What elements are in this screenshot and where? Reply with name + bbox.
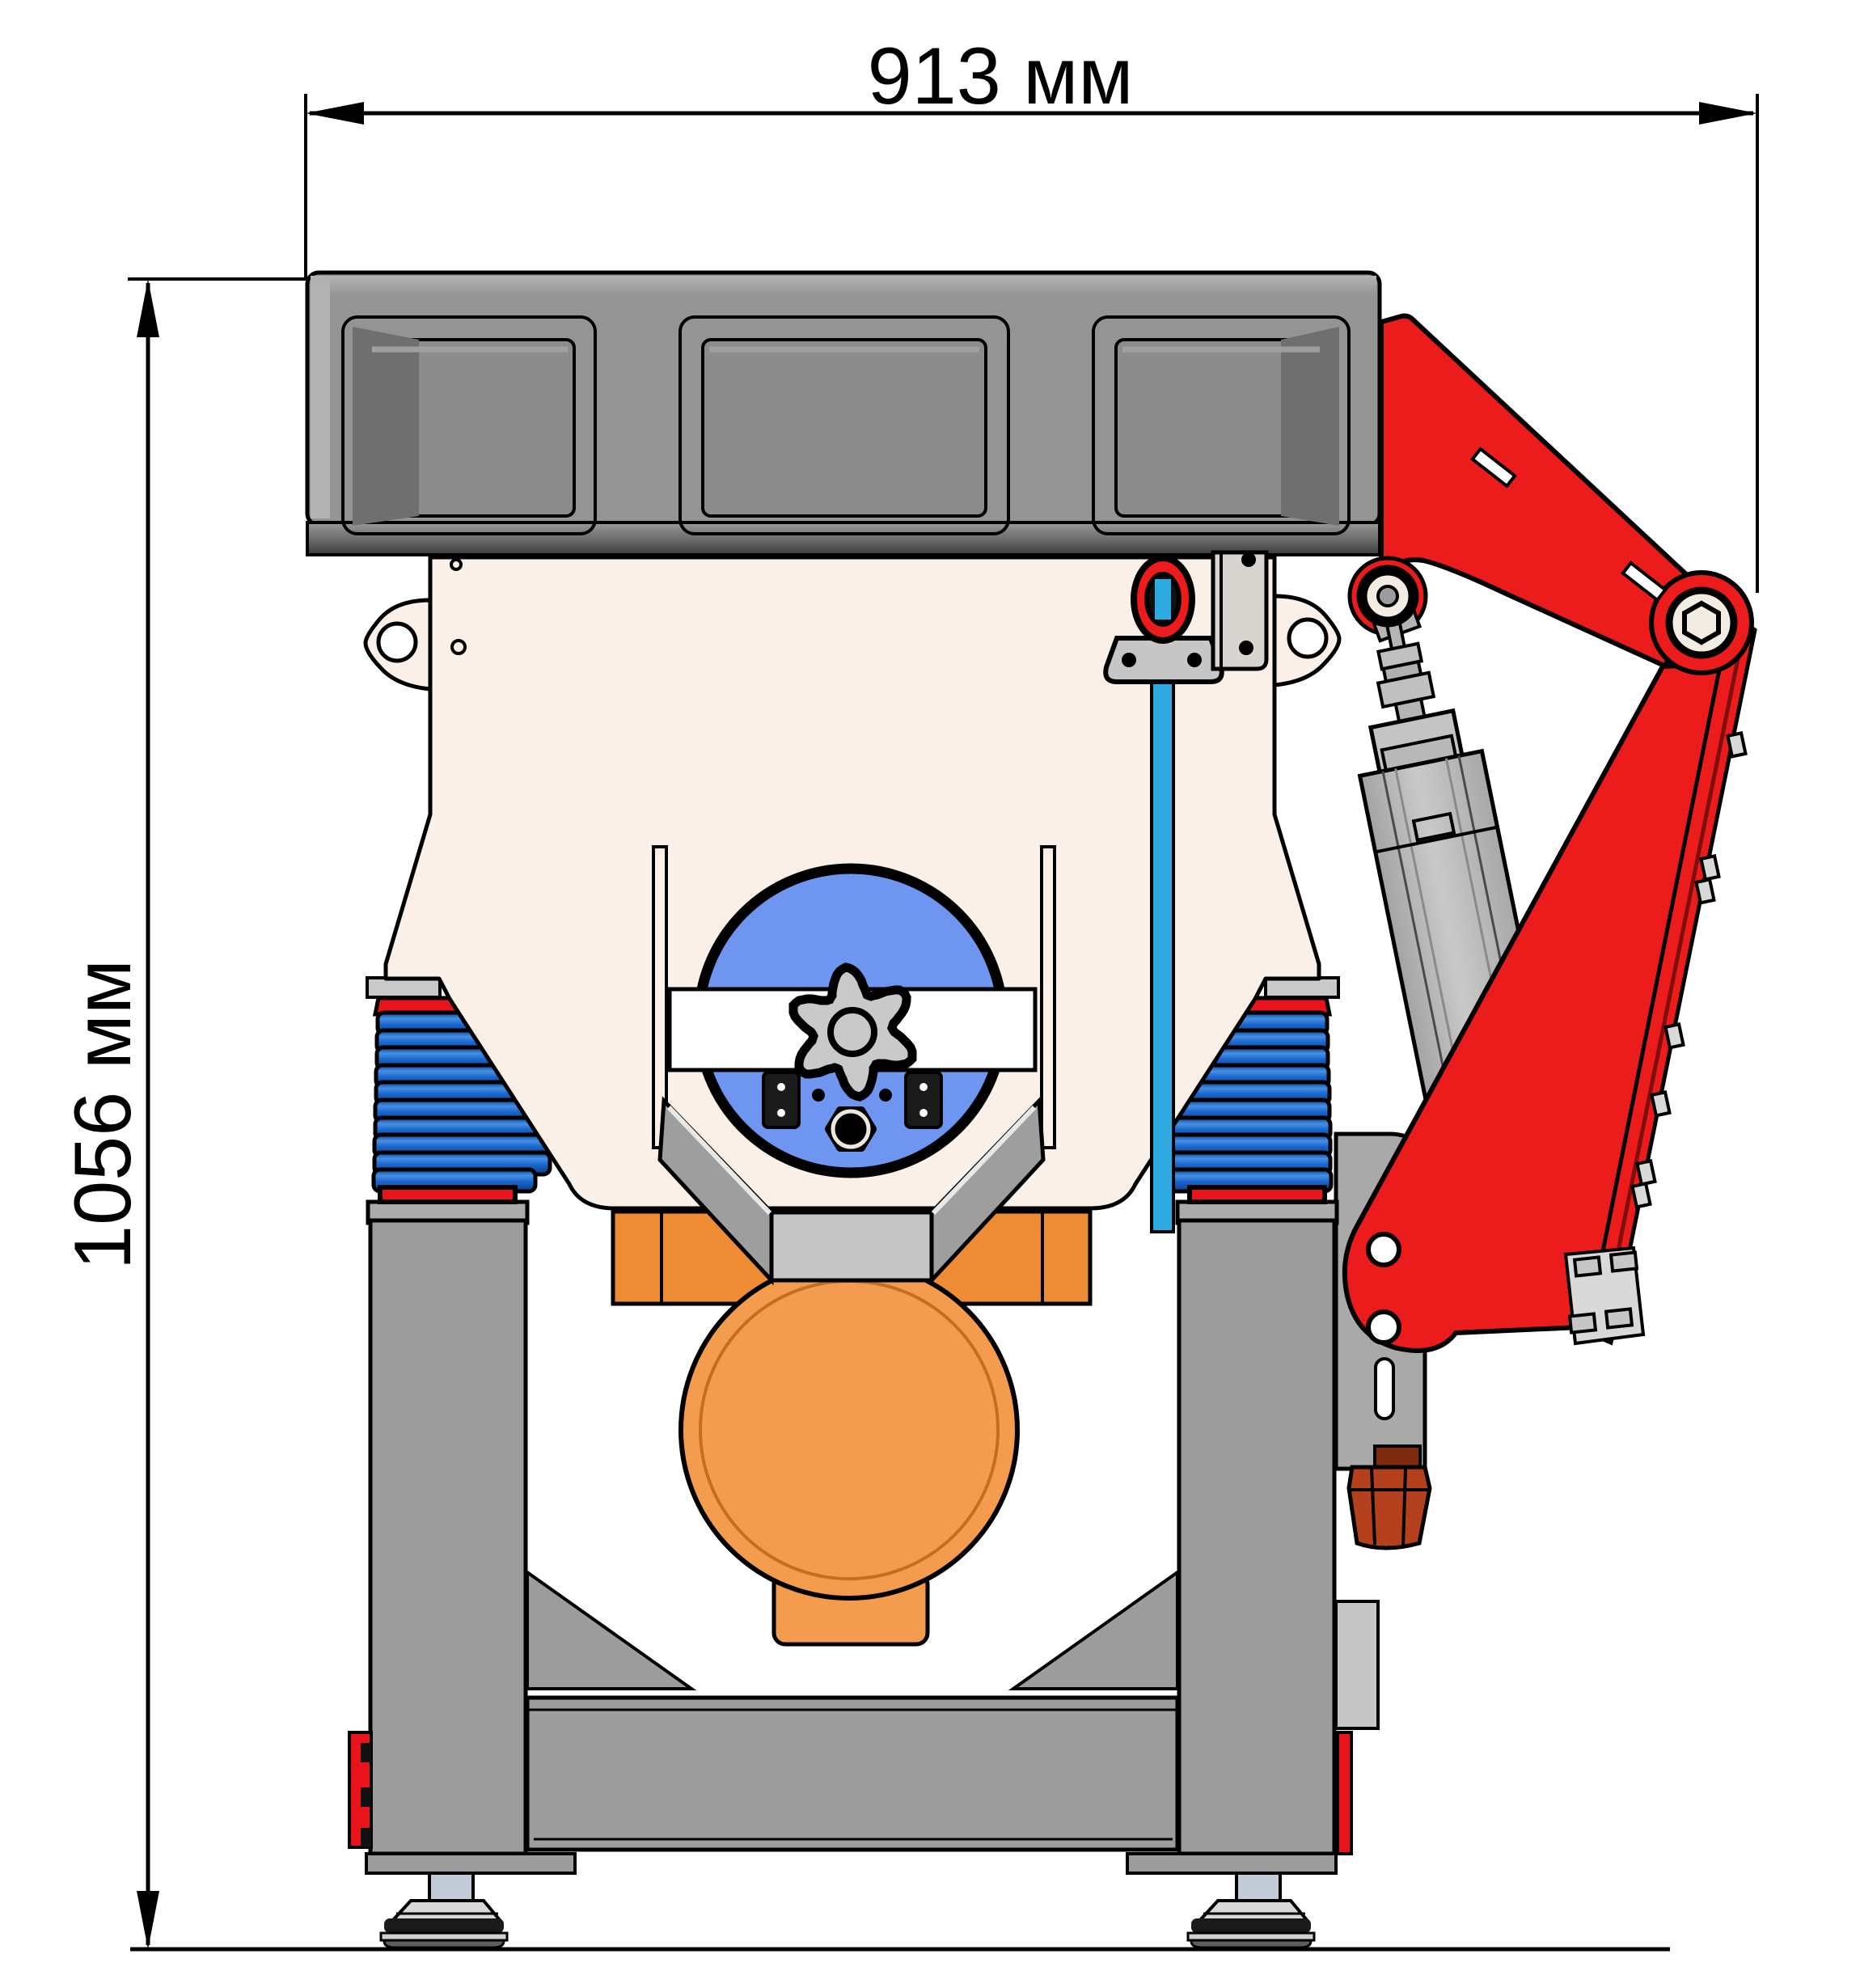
svg-text:913 мм: 913 мм <box>868 31 1134 121</box>
svg-text:1056 мм: 1056 мм <box>57 959 147 1270</box>
